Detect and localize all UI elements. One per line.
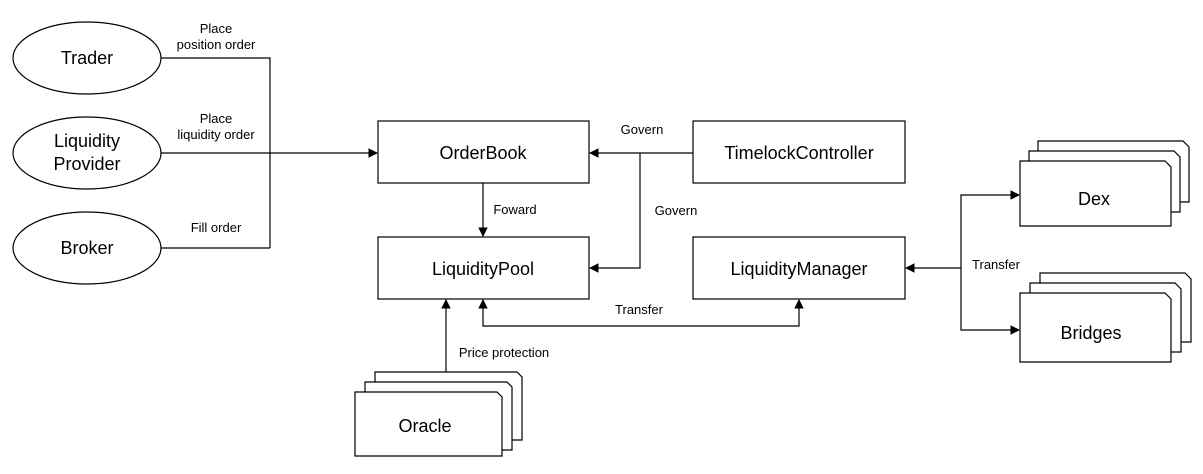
broker-node: Broker — [12, 211, 162, 285]
price-protection-label: Price protection — [459, 345, 549, 360]
transfer-pool-manager-arrow — [478, 299, 804, 327]
liquidity-provider-label-line1: Liquidity — [54, 131, 120, 151]
transfer-bridges-arrow — [960, 268, 1020, 335]
liquidity-manager-label: LiquidityManager — [730, 259, 867, 279]
place-position-order-label-line1: Place — [200, 21, 233, 36]
dex-label: Dex — [1078, 189, 1110, 209]
transfer-external-label: Transfer — [972, 257, 1021, 272]
timelock-controller-label: TimelockController — [724, 143, 873, 163]
liquidity-provider-label-line2: Provider — [53, 154, 120, 174]
liquidity-pool-label: LiquidityPool — [432, 259, 534, 279]
foward-label: Foward — [493, 202, 536, 217]
fill-order-label: Fill order — [191, 220, 242, 235]
govern-pool-arrow — [589, 153, 641, 273]
dex-node: Dex — [1019, 140, 1190, 227]
transfer-dex-arrow — [960, 190, 1020, 268]
trader-edge — [161, 57, 271, 248]
bridges-label: Bridges — [1060, 323, 1121, 343]
bridges-node: Bridges — [1019, 272, 1192, 363]
timelock-controller-node: TimelockController — [692, 120, 906, 184]
govern-top-label: Govern — [621, 122, 664, 137]
place-position-order-label-line2: position order — [177, 37, 256, 52]
broker-label: Broker — [60, 238, 113, 258]
govern-side-label: Govern — [655, 203, 698, 218]
place-liquidity-order-label-line2: liquidity order — [177, 127, 255, 142]
liquidity-provider-node: Liquidity Provider — [12, 116, 162, 190]
oracle-label: Oracle — [398, 416, 451, 436]
order-book-node: OrderBook — [377, 120, 590, 184]
transfer-pool-label: Transfer — [615, 302, 664, 317]
order-book-label: OrderBook — [439, 143, 527, 163]
trader-node: Trader — [12, 21, 162, 95]
oracle-node: Oracle — [354, 371, 523, 457]
liquidity-pool-node: LiquidityPool — [377, 236, 590, 300]
place-liquidity-order-label-line1: Place — [200, 111, 233, 126]
trader-label: Trader — [61, 48, 113, 68]
liquidity-manager-node: LiquidityManager — [692, 236, 906, 300]
